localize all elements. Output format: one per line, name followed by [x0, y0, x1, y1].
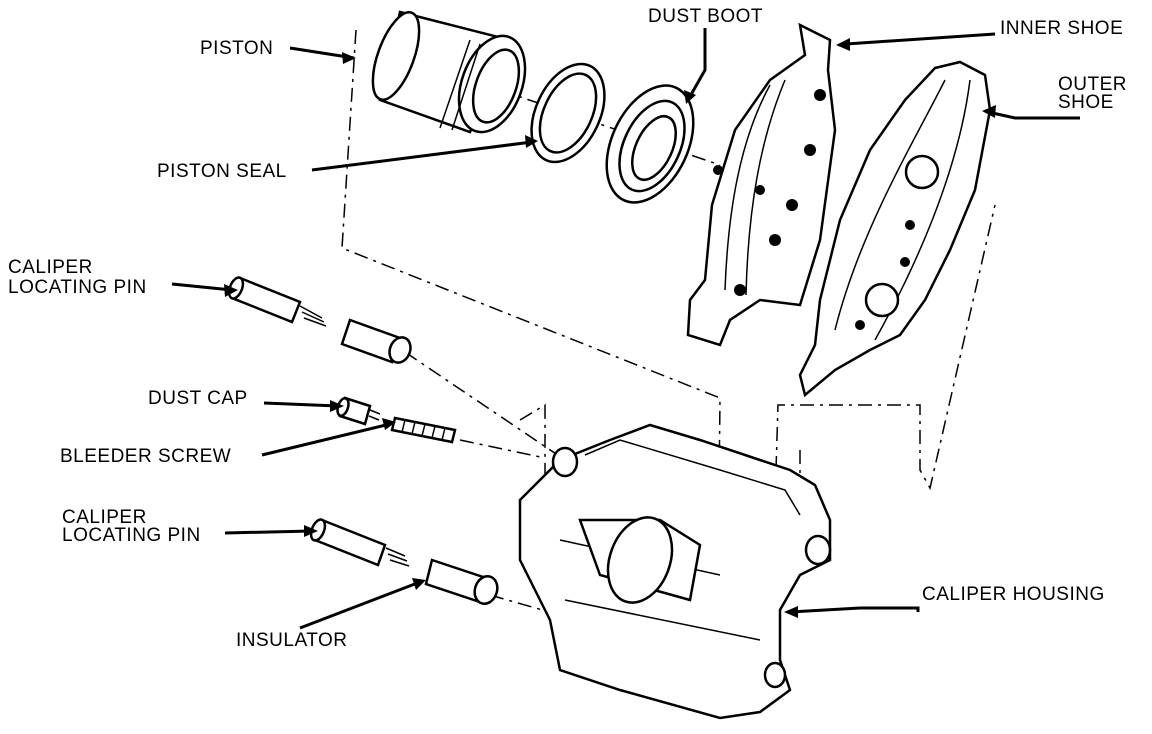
lower-locating-pin-part: [309, 518, 410, 567]
label-bleeder-screw: BLEEDER SCREW: [60, 446, 231, 467]
label-upper-locating-pin-line1: CALIPER: [8, 257, 93, 278]
upper-locating-pin-part: [227, 276, 412, 364]
label-outer-shoe-line1: OUTER: [1058, 74, 1127, 95]
label-dust-boot: DUST BOOT: [648, 6, 763, 27]
dust-cap-part: [336, 396, 381, 426]
caliper-housing-part: [518, 423, 832, 720]
label-outer-shoe-line2: SHOE: [1058, 92, 1114, 113]
piston-seal-part: [530, 62, 606, 164]
outer-shoe-part: [798, 60, 992, 398]
label-caliper-housing: CALIPER HOUSING: [922, 584, 1105, 605]
piston-part: [371, 10, 527, 134]
label-lower-locating-pin-line2: LOCATING PIN: [62, 525, 201, 546]
insulator-part: [424, 558, 499, 605]
bleeder-screw-part: [390, 416, 457, 444]
label-upper-locating-pin-line2: LOCATING PIN: [8, 277, 147, 298]
label-insulator: INSULATOR: [236, 630, 348, 651]
label-inner-shoe: INNER SHOE: [1000, 18, 1123, 39]
label-piston-seal: PISTON SEAL: [157, 161, 287, 182]
inner-shoe-part: [686, 22, 837, 347]
label-piston: PISTON: [200, 38, 273, 59]
leader-lines: [171, 28, 1080, 630]
label-dust-cap: DUST CAP: [148, 388, 248, 409]
label-lower-locating-pin-line1: CALIPER: [62, 507, 147, 528]
labels: PISTON DUST BOOT INNER SHOE OUTER SHOE P…: [8, 6, 1127, 651]
dust-boot-part: [605, 84, 695, 204]
